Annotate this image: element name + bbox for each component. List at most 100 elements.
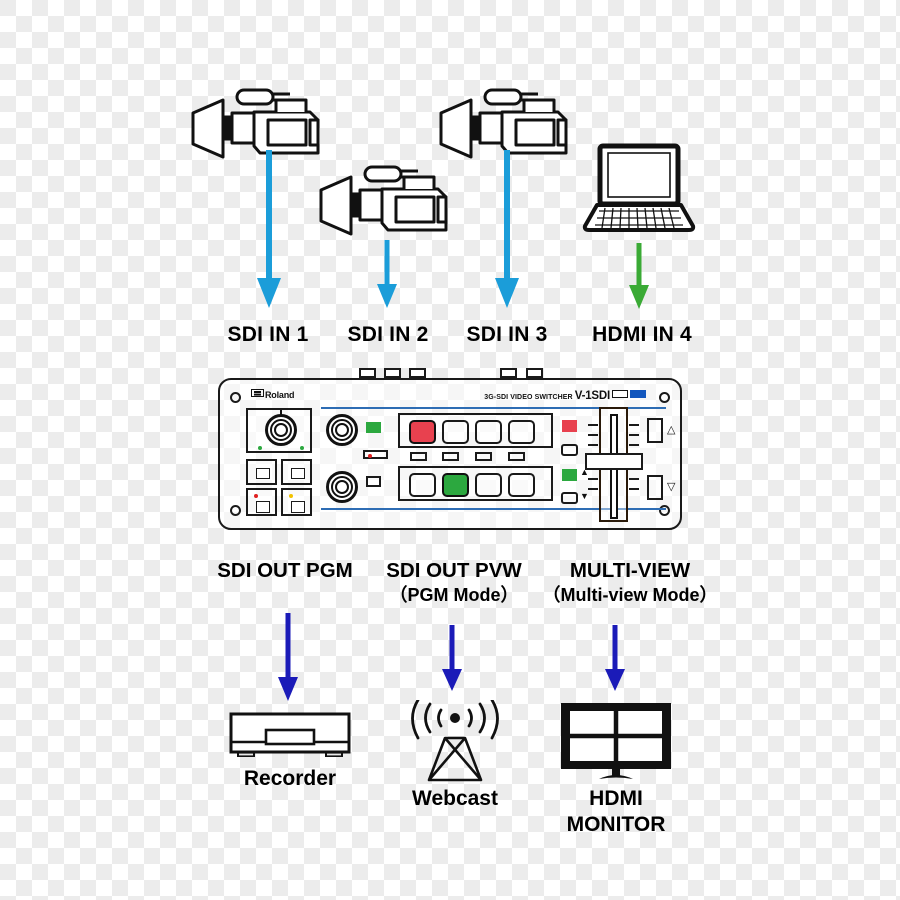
preview-bus-row[interactable]	[398, 466, 553, 501]
output-label-text: SDI OUT PGM	[217, 559, 353, 582]
output-label-text: MULTI-VIEW	[569, 559, 691, 582]
brand-text: Roland	[265, 390, 295, 400]
panel-indicator-white	[612, 390, 628, 398]
aux-button-1[interactable]	[410, 452, 427, 461]
fader-tick	[588, 434, 598, 436]
output-label-sdi-out-pvw: SDI OUT PVW （PGM Mode）	[368, 558, 540, 607]
menu-down-button[interactable]	[647, 475, 663, 500]
monitor-label-line1: HDMI	[589, 787, 643, 810]
model-designation: 3G-SDI VIDEO SWITCHER V-1SDI	[484, 390, 646, 402]
monitor-label-line2: MONITOR	[566, 812, 666, 836]
panel-accent-line-top	[321, 407, 666, 409]
video-switcher-panel[interactable]: Roland 3G-SDI VIDEO SWITCHER V-1SDI	[218, 378, 682, 530]
program-button-3[interactable]	[475, 420, 502, 444]
fader-tick	[629, 424, 639, 426]
effect-knob-upper-center	[335, 423, 349, 437]
input-label-sdi-in-2: SDI IN 2	[347, 323, 429, 346]
status-indicator-red[interactable]	[363, 450, 388, 459]
rear-connector-tab	[409, 368, 426, 378]
button-cap	[291, 501, 305, 513]
input-label-sdi-in-3: SDI IN 3	[466, 323, 548, 346]
panel-screw	[659, 505, 670, 516]
panel-indicator-blue	[630, 390, 646, 398]
led-dot-red	[368, 454, 372, 458]
preview-button-2[interactable]	[442, 473, 469, 497]
fader-tick	[629, 434, 639, 436]
input-arrow-1	[252, 150, 286, 310]
preview-button-1[interactable]	[409, 473, 436, 497]
input-arrow-4	[624, 243, 654, 311]
panel-accent-line-bottom	[321, 508, 666, 510]
audio-knob-housing[interactable]	[246, 408, 312, 453]
fader-tick	[588, 444, 598, 446]
program-bus-row[interactable]	[398, 413, 553, 448]
function-button-2[interactable]	[281, 459, 312, 485]
video-camera-icon	[190, 88, 320, 163]
rear-connector-tab	[500, 368, 517, 378]
panel-screw	[659, 392, 670, 403]
recorder-icon	[225, 708, 355, 764]
laptop-icon	[575, 142, 703, 234]
antenna-icon	[405, 698, 505, 782]
panel-screw	[230, 392, 241, 403]
knob-led-left	[258, 446, 262, 450]
aux-button-4[interactable]	[508, 452, 525, 461]
output-arrow-pvw	[437, 625, 467, 693]
model-name-text: V-1SDI	[574, 390, 610, 402]
transition-up-icon: ▲	[580, 467, 589, 477]
pvw-indicator-green	[562, 469, 577, 481]
program-button-2[interactable]	[442, 420, 469, 444]
input-arrow-3	[490, 150, 524, 310]
knob-pointer	[280, 410, 282, 417]
roland-mark-icon	[251, 389, 264, 397]
output-arrow-multiview	[600, 625, 630, 693]
button-cap	[256, 468, 270, 479]
aux-button-2[interactable]	[442, 452, 459, 461]
program-button-1[interactable]	[409, 420, 436, 444]
fader-tick	[588, 424, 598, 426]
output-label-text: SDI OUT PVW	[386, 559, 522, 582]
panel-screw	[230, 505, 241, 516]
status-button[interactable]	[366, 476, 381, 487]
button-cap	[256, 501, 270, 513]
aux-button-3[interactable]	[475, 452, 492, 461]
button-led-yellow	[289, 494, 293, 498]
preview-button-4[interactable]	[508, 473, 535, 497]
t-bar-lever[interactable]	[585, 453, 643, 470]
pvw-mode-button[interactable]	[561, 492, 578, 504]
rear-connector-tab	[526, 368, 543, 378]
button-led-red	[254, 494, 258, 498]
preview-button-3[interactable]	[475, 473, 502, 497]
menu-up-icon: △	[667, 424, 676, 436]
device-label-hdmi-monitor: HDMI MONITOR	[541, 786, 691, 837]
output-sublabel-text: （Multi-view Mode）	[542, 585, 718, 606]
fader-tick	[629, 478, 639, 480]
fader-tick	[629, 444, 639, 446]
main-knob-center	[274, 423, 288, 437]
transition-down-icon: ▼	[580, 491, 589, 501]
device-label-recorder: Recorder	[243, 767, 337, 790]
output-label-multi-view: MULTI-VIEW （Multi-view Mode）	[540, 558, 720, 607]
video-camera-icon	[438, 88, 568, 163]
button-cap	[291, 468, 305, 479]
monitor-icon	[557, 700, 675, 780]
function-button-4[interactable]	[281, 488, 312, 516]
knob-led-right	[300, 446, 304, 450]
rear-connector-tab	[359, 368, 376, 378]
roland-logo: Roland	[251, 389, 295, 400]
function-button-3[interactable]	[246, 488, 277, 516]
pgm-indicator-red	[562, 420, 577, 432]
input-label-sdi-in-1: SDI IN 1	[227, 323, 309, 346]
input-label-hdmi-in-4: HDMI IN 4	[592, 323, 692, 346]
device-label-webcast: Webcast	[412, 787, 498, 810]
effect-knob-lower-center	[335, 480, 349, 494]
status-led-green	[366, 422, 381, 433]
program-button-4[interactable]	[508, 420, 535, 444]
function-button-1[interactable]	[246, 459, 277, 485]
rear-connector-tab	[384, 368, 401, 378]
fader-tick	[629, 488, 639, 490]
pgm-mode-button[interactable]	[561, 444, 578, 456]
menu-up-button[interactable]	[647, 418, 663, 443]
output-label-sdi-out-pgm: SDI OUT PGM	[196, 558, 374, 584]
